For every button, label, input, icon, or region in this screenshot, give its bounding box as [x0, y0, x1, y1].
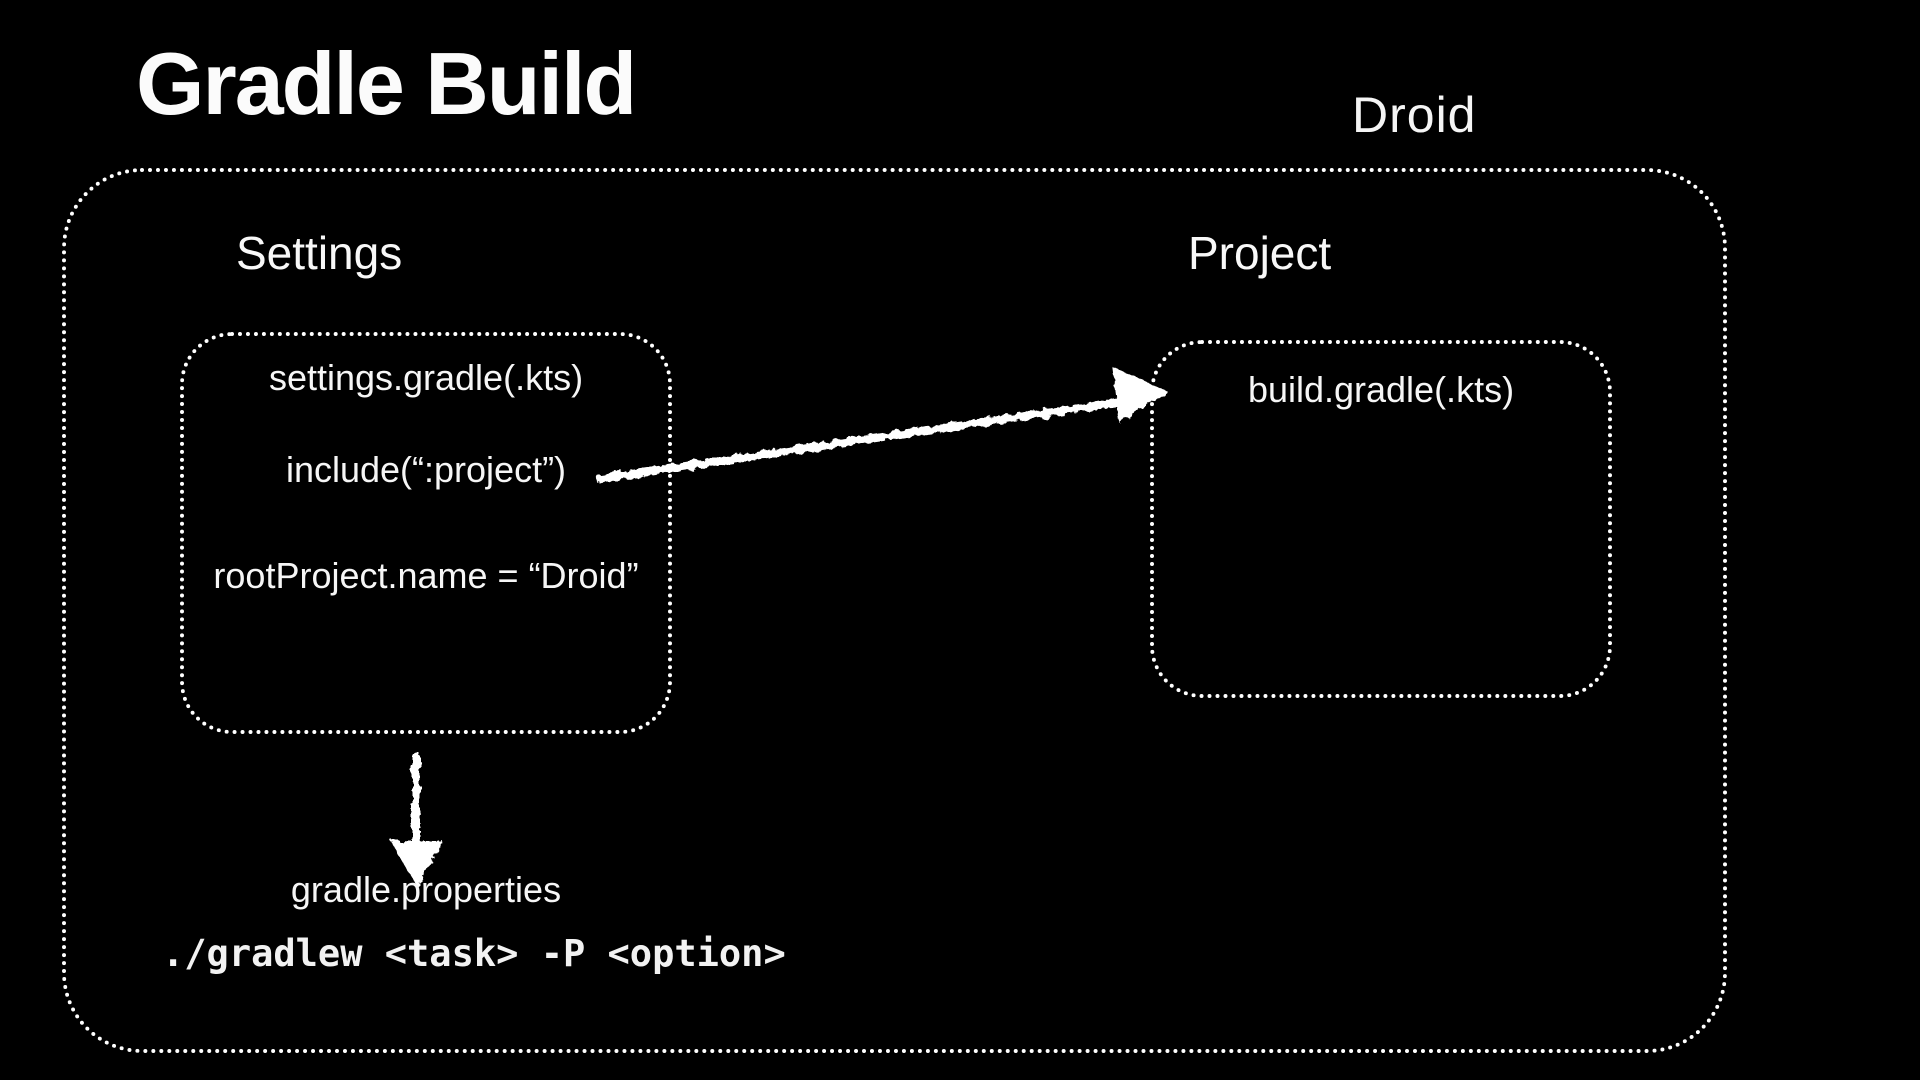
- project-group-label: Project: [1188, 227, 1332, 279]
- settings-file-name: settings.gradle(.kts): [268, 357, 584, 398]
- gradle-properties-file-label: gradle.properties: [290, 869, 562, 910]
- build-file-name: build.gradle(.kts): [1247, 369, 1515, 410]
- gradlew-command-text: ./gradlew <task> -P <option>: [162, 932, 786, 975]
- settings-box: settings.gradle(.kts) include(“:project”…: [180, 332, 672, 734]
- settings-group-label: Settings: [236, 227, 403, 279]
- include-statement: include(“:project”): [285, 449, 567, 490]
- root-project-name-statement: rootProject.name = “Droid”: [213, 555, 639, 596]
- page-title: Gradle Build: [136, 34, 637, 133]
- gradle-build-boundary-box: [62, 168, 1727, 1053]
- project-box: build.gradle(.kts): [1150, 340, 1612, 698]
- droid-label: Droid: [1352, 87, 1477, 143]
